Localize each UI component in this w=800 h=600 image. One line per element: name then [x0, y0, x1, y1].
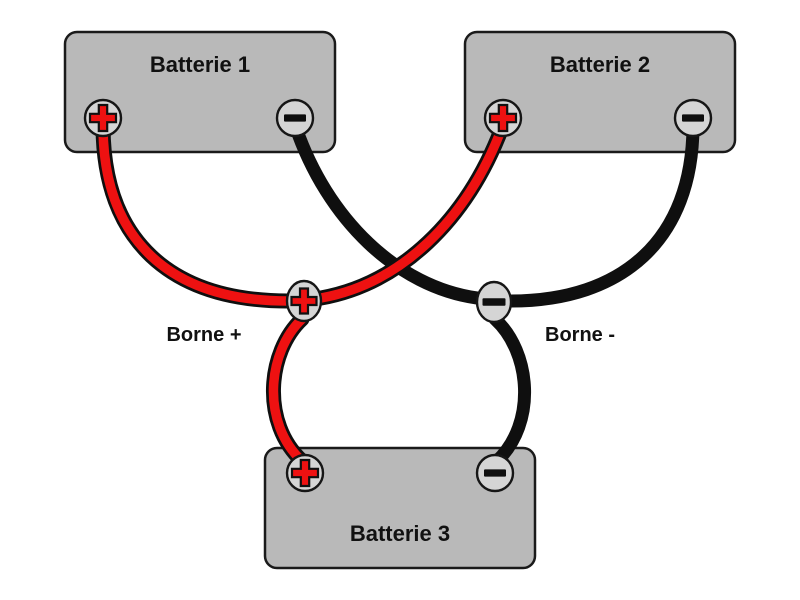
battery-3-body	[263, 446, 537, 570]
battery-3: Batterie 3	[263, 446, 537, 570]
battery-2-label: Batterie 2	[550, 52, 650, 77]
battery-3-label: Batterie 3	[350, 521, 450, 546]
battery-1-negative-terminal	[275, 98, 315, 138]
wire-node-to-battery3-negative	[488, 312, 531, 468]
wire-battery2-negative-to-node	[504, 118, 700, 308]
battery-2-positive-terminal	[483, 98, 523, 138]
battery-1-body	[63, 30, 337, 154]
battery-2-negative-terminal	[673, 98, 713, 138]
battery-1: Batterie 1	[63, 30, 337, 154]
wire-battery1-negative-to-node	[288, 118, 484, 305]
battery-1-positive-terminal	[83, 98, 123, 138]
battery-3-positive-terminal	[285, 453, 325, 493]
negative-junction-node	[475, 280, 513, 324]
wire-battery2-positive-to-node	[316, 120, 508, 303]
wire-battery1-positive-to-node	[98, 120, 293, 306]
positive-junction-node	[285, 279, 323, 323]
negative-junction-label: Borne -	[545, 324, 615, 346]
positive-junction-label: Borne +	[166, 324, 241, 346]
battery-1-label: Batterie 1	[150, 52, 250, 77]
battery-2: Batterie 2	[463, 30, 737, 154]
battery-3-negative-terminal	[475, 453, 515, 493]
wire-node-to-battery3-positive	[268, 314, 307, 466]
battery-2-body	[463, 30, 737, 154]
